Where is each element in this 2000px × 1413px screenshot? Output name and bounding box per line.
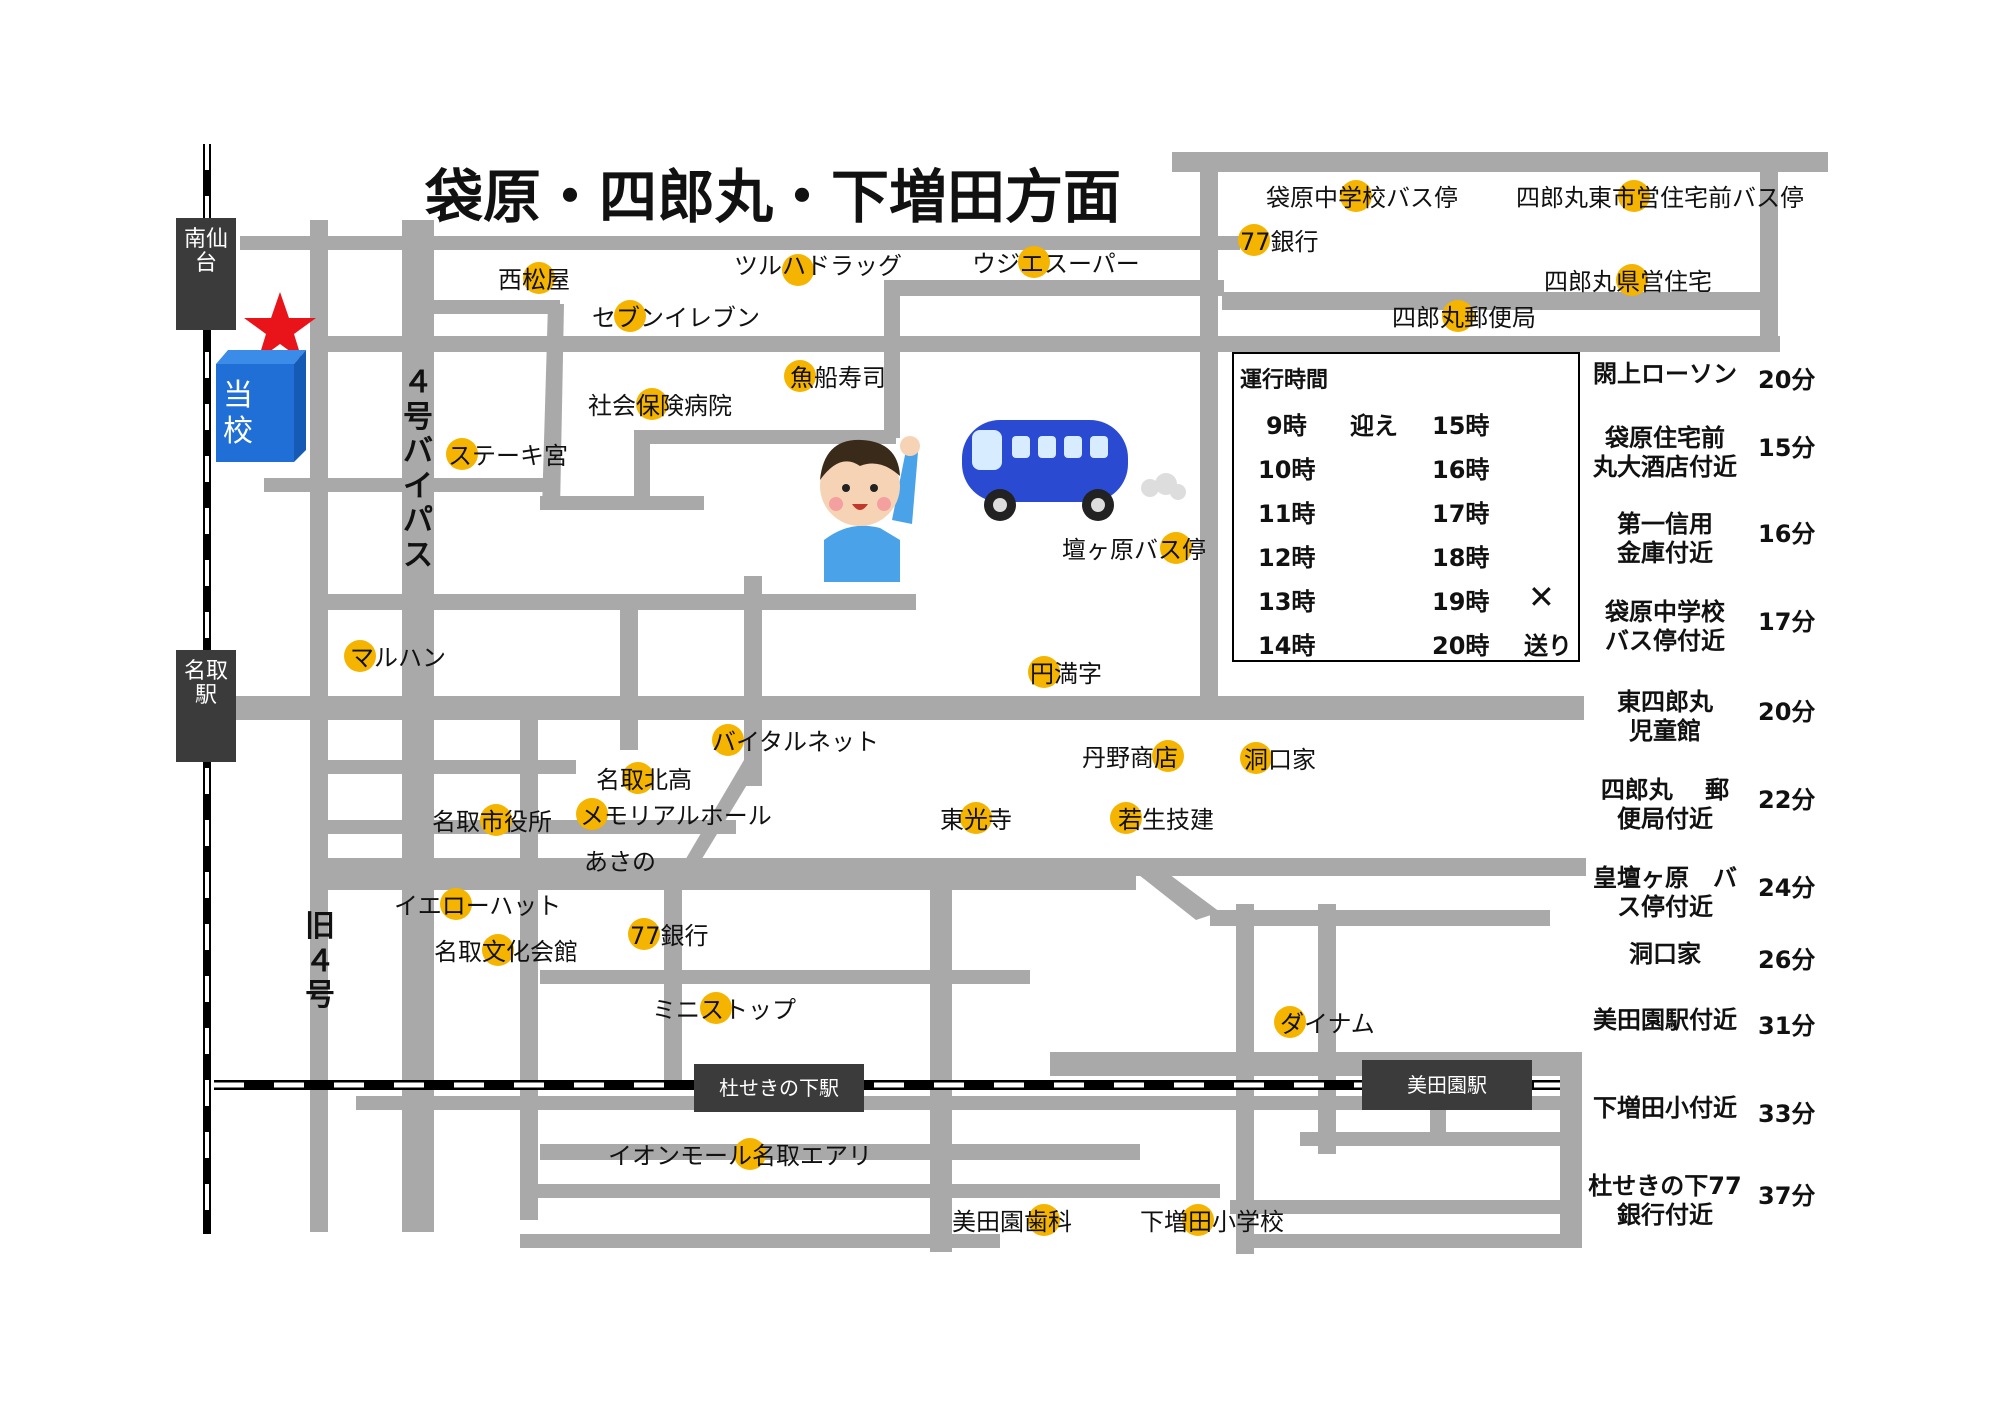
route-minutes: 37分: [1758, 1182, 1816, 1210]
schedule-heading: 運行時間: [1240, 368, 1329, 393]
route-minutes: 20分: [1758, 366, 1816, 394]
landmark-label: 名取北高: [596, 766, 692, 794]
boy-waving-icon: [820, 436, 920, 582]
dropoff-label: 送り: [1524, 632, 1572, 660]
route-stop: 杜せきの下77 銀行付近: [1588, 1172, 1742, 1229]
route-stop: 閖上ローソン: [1593, 360, 1737, 388]
landmark-label: ミニストップ: [652, 996, 796, 1024]
route-row: 東四郎丸 児童館 20分: [1580, 688, 1920, 748]
route-row: 洞口家 26分: [1580, 940, 1920, 980]
landmark-label: 社会保険病院: [588, 392, 732, 420]
route-row: 杜せきの下77 銀行付近 37分: [1580, 1172, 1920, 1232]
pickup-time: 9時: [1266, 412, 1307, 440]
landmark-label: あさの: [584, 848, 656, 876]
pickup-time: 11時: [1258, 500, 1316, 528]
dropoff-time: 19時: [1432, 588, 1490, 616]
star-icon: [244, 292, 316, 360]
landmark-label: マルハン: [350, 644, 446, 672]
landmark-label: ウジエスーパー: [972, 250, 1140, 278]
route-row: 袋原住宅前 丸大酒店付近 15分: [1580, 424, 1920, 484]
landmark-label: 四郎丸県営住宅: [1544, 268, 1712, 296]
page-title: 袋原・四郎丸・下増田方面: [425, 163, 1122, 231]
route-stop: 洞口家: [1629, 940, 1701, 968]
station-morisekinoshita: 杜せきの下駅: [694, 1064, 864, 1112]
station-minami-sendai: 南仙台: [176, 218, 236, 330]
cross-icon: ✕: [1528, 578, 1555, 616]
landmark-label: 東光寺: [940, 806, 1012, 834]
route-row: 下増田小付近 33分: [1580, 1094, 1920, 1134]
route-minutes: 33分: [1758, 1100, 1816, 1128]
landmark-label: 美田園歯科: [952, 1208, 1072, 1236]
landmark-label: イエローハット: [394, 892, 562, 920]
route-stop: 美田園駅付近: [1593, 1006, 1737, 1034]
route-stop: 下増田小付近: [1593, 1094, 1737, 1122]
bypass-road-label: ４号バイパス: [403, 365, 433, 573]
route-stop: 皇壇ヶ原 バ ス停付近: [1593, 864, 1737, 921]
school-label: 当校: [223, 378, 253, 449]
landmark-label: 西松屋: [498, 266, 570, 294]
route-row: 袋原中学校 バス停付近 17分: [1580, 598, 1920, 658]
route-minutes: 31分: [1758, 1012, 1816, 1040]
landmark-label: ステーキ宮: [448, 442, 568, 470]
schedule-table: 運行時間 迎え 9時 10時 11時 12時 13時 14時 15時 16時 1…: [1232, 352, 1580, 662]
old-route-label: 旧４号: [305, 909, 335, 1013]
landmark-label: セブンイレブン: [592, 304, 760, 332]
route-minutes: 24分: [1758, 874, 1816, 902]
pickup-time: 10時: [1258, 456, 1316, 484]
landmark-label: 若生技建: [1118, 806, 1214, 834]
dropoff-time: 20時: [1432, 632, 1490, 660]
school-building-icon: [216, 350, 306, 462]
route-stop: 袋原中学校 バス停付近: [1605, 598, 1725, 655]
route-minutes: 26分: [1758, 946, 1816, 974]
landmark-label: バイタルネット: [712, 728, 880, 756]
station-natori: 名取駅: [176, 650, 236, 762]
dropoff-time: 16時: [1432, 456, 1490, 484]
pickup-time: 12時: [1258, 544, 1316, 572]
landmark-label: イオンモール名取エアリ: [608, 1142, 872, 1170]
landmark-label: 名取市役所: [432, 808, 552, 836]
landmark-label: 名取文化会館: [434, 938, 578, 966]
route-stop: 四郎丸 郵 便局付近: [1600, 776, 1730, 833]
station-mitazono: 美田園駅: [1362, 1060, 1532, 1110]
route-minutes: 15分: [1758, 434, 1816, 462]
route-stop: 東四郎丸 児童館: [1617, 688, 1713, 745]
landmark-label: 77銀行: [1240, 228, 1319, 256]
landmark-label: 円満字: [1030, 660, 1102, 688]
pickup-time: 14時: [1258, 632, 1316, 660]
landmark-label: ダイナム: [1280, 1010, 1375, 1038]
landmark-label: 魚船寿司: [790, 364, 886, 392]
landmark-label: 下増田小学校: [1140, 1208, 1284, 1236]
landmark-label: 77銀行: [630, 922, 709, 950]
landmark-label: メモリアルホール: [580, 802, 772, 830]
landmark-label: 壇ヶ原バス停: [1062, 536, 1206, 564]
pickup-label: 迎え: [1350, 412, 1398, 440]
landmark-label: 四郎丸東市営住宅前バス停: [1516, 184, 1804, 212]
landmark-label: 洞口家: [1244, 746, 1316, 774]
landmark-markers: [344, 180, 1650, 1236]
landmark-label: ツルハドラッグ: [734, 252, 902, 280]
dropoff-time: 15時: [1432, 412, 1490, 440]
dropoff-time: 17時: [1432, 500, 1490, 528]
route-row: 四郎丸 郵 便局付近 22分: [1580, 776, 1920, 836]
route-stop: 第一信用 金庫付近: [1617, 510, 1713, 567]
route-row: 皇壇ヶ原 バ ス停付近 24分: [1580, 864, 1920, 924]
railway-horizontal: [214, 1080, 1560, 1090]
route-row: 第一信用 金庫付近 16分: [1580, 510, 1920, 570]
landmark-label: 丹野商店: [1082, 744, 1178, 772]
dropoff-time: 18時: [1432, 544, 1490, 572]
route-minutes: 22分: [1758, 786, 1816, 814]
roads: [236, 152, 1828, 1254]
route-minutes: 16分: [1758, 520, 1816, 548]
route-minutes: 20分: [1758, 698, 1816, 726]
route-row: 美田園駅付近 31分: [1580, 1006, 1920, 1046]
landmark-label: 袋原中学校バス停: [1266, 184, 1458, 212]
landmark-label: 四郎丸郵便局: [1392, 304, 1536, 332]
pickup-time: 13時: [1258, 588, 1316, 616]
route-stop: 袋原住宅前 丸大酒店付近: [1593, 424, 1737, 481]
route-row: 閖上ローソン 20分: [1580, 360, 1920, 400]
bus-icon: [962, 420, 1186, 521]
route-minutes: 17分: [1758, 608, 1816, 636]
